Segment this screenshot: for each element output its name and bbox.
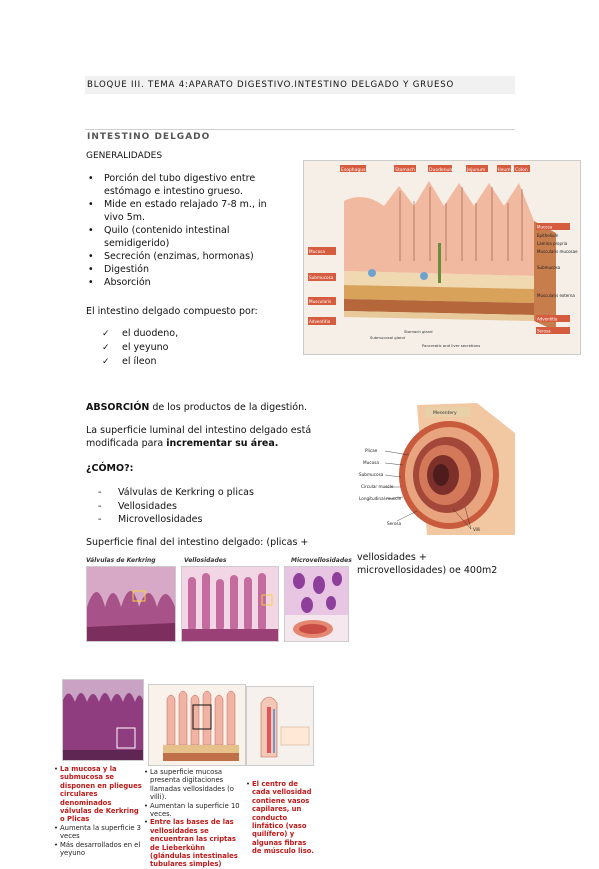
label-stomach-gland: Stomach gland: [404, 329, 433, 334]
list-item: Microvellosidades: [98, 513, 254, 527]
label-mesentery: Mesentery: [433, 410, 457, 416]
list-item: Mide en estado relajado 7-8 m., in vivo …: [84, 198, 284, 224]
caption-plicas: La mucosa y la submucosa se disponen en …: [54, 765, 144, 857]
gi-tract-diagram: Esophagus Stomach Duodenum Jejunum Ileum…: [303, 160, 581, 355]
caption-item: Aumentan la superficie 10 veces.: [144, 802, 244, 819]
label-serosa: Serosa: [537, 329, 551, 334]
section-divider: [85, 129, 515, 130]
villi-band: [344, 181, 556, 331]
caption-item: La mucosa y la submucosa se disponen en …: [54, 765, 144, 824]
list-item: Digestión: [84, 263, 284, 276]
partes-list: el duodeno, el yeyuno el íleon: [102, 327, 178, 369]
top-segment-labels: Esophagus Stomach Duodenum Jejunum Ileum…: [340, 165, 530, 173]
micrograph-kerkring: [86, 566, 176, 642]
caption-vellosidades: La superficie mucosa presenta digitacion…: [144, 768, 244, 869]
compuesto-text: El intestino delgado compuesto por:: [86, 306, 258, 317]
absorcion-rest: de los productos de la digestión.: [149, 402, 308, 413]
bottom-villi-diagram: [148, 684, 246, 766]
label-serosa-int: Serosa: [387, 521, 402, 526]
caption-item: El centro de cada vellosidad contiene va…: [246, 780, 318, 856]
micro-label-microvellosidades: Microvellosidades: [291, 557, 352, 564]
list-item: el yeyuno: [102, 341, 178, 355]
list-item: el íleon: [102, 355, 178, 369]
gland-shapes: [368, 243, 441, 283]
bottom-labels: Submucosal gland Stomach gland Pancreati…: [370, 329, 480, 348]
label-submucosa-right: Submucosa: [537, 265, 561, 270]
intestine-diagram: Mesentery Plicae Mucosa Submucosa Circul…: [357, 403, 515, 535]
label-villi: Villi: [473, 527, 480, 532]
caption-item: Aumenta la superficie 3 veces: [54, 824, 144, 841]
label-adventitia-left: Adventitia: [309, 319, 331, 324]
superficie-final: Superficie final del intestino delgado: …: [86, 537, 309, 548]
label-muscularis-mucosae: Muscularis mucosae: [537, 249, 578, 254]
list-item: Porción del tubo digestivo entre estómag…: [84, 172, 284, 198]
list-item: Quilo (contenido intestinal semidigerido…: [84, 224, 284, 250]
label-jejunum: Jejunum: [466, 167, 485, 173]
label-colon: Colon: [515, 167, 528, 173]
caption-text: Más desarrollados en el yeyuno: [60, 840, 141, 858]
section-title: INTESTINO DELGADO: [87, 132, 211, 142]
superficie-final-cont: vellosidades + microvellosidades) oe 400…: [357, 551, 497, 577]
label-adventitia-right: Adventitia: [537, 317, 558, 322]
label-esophagus: Esophagus: [341, 167, 366, 173]
label-submucosa-left: Submucosa: [309, 275, 334, 280]
label-ileum: Ileum: [498, 167, 511, 173]
page-header: BLOQUE III. TEMA 4:APARATO DIGESTIVO.INT…: [85, 76, 515, 94]
label-mucosa-int: Mucosa: [363, 460, 379, 465]
micrograph-microvellosidades: [284, 566, 349, 642]
label-plicae: Plicae: [365, 448, 378, 453]
caption-text: La mucosa y la submucosa se disponen en …: [60, 765, 142, 824]
label-lamina-propria: Lamina propria: [537, 241, 568, 246]
superficie-part: La superficie luminal del intestino delg…: [86, 425, 312, 449]
superficie-final-line2: vellosidades +: [357, 552, 427, 563]
absorcion-lead: ABSORCIÓN de los productos de la digesti…: [86, 402, 307, 413]
caption-text: Aumenta la superficie 3 veces: [60, 823, 141, 841]
label-epithelium: Epithelium: [537, 233, 559, 238]
generalidades-list: Porción del tubo digestivo entre estómag…: [84, 172, 284, 289]
caption-item: Entre las bases de las vellosidades se e…: [144, 818, 244, 868]
superficie-final-line3: microvellosidades) oe 400m2: [357, 565, 498, 576]
como-list: Válvulas de Kerkring o plicas Vellosidad…: [98, 486, 254, 527]
caption-item: Más desarrollados en el yeyuno: [54, 841, 144, 858]
superficie-bold: incrementar su área.: [166, 438, 279, 449]
micro-label-kerkring: Válvulas de Kerkring: [86, 557, 156, 564]
caption-text: Aumentan la superficie 10 veces.: [150, 801, 240, 819]
micrograph-vellosidades: [181, 566, 279, 642]
left-layer-labels: Mucosa Submucosa Muscularis Adventitia: [308, 247, 336, 325]
header-title: BLOQUE III. TEMA 4:APARATO DIGESTIVO.INT…: [87, 80, 455, 90]
caption-text: La superficie mucosa presenta digitacion…: [150, 768, 234, 802]
list-item: el duodeno,: [102, 327, 178, 341]
list-item: Vellosidades: [98, 500, 254, 514]
label-submucosa-int: Submucosa: [359, 472, 384, 477]
label-muscularis-left: Muscularis: [309, 299, 331, 304]
list-item: Absorción: [84, 276, 284, 289]
label-mucosa-right: Mucosa: [537, 225, 553, 230]
label-pancreatic-liver: Pancreatic and liver secretions: [422, 343, 480, 348]
label-muscularis-externa: Muscularis externa: [537, 293, 575, 298]
gi-tract-svg: Esophagus Stomach Duodenum Jejunum Ileum…: [304, 161, 580, 354]
micro-label-vellosidades: Vellosidades: [184, 557, 227, 564]
caption-item: La superficie mucosa presenta digitacion…: [144, 768, 244, 802]
label-longitudinal-muscle: Longitudinal muscle: [359, 496, 402, 501]
absorcion-bold: ABSORCIÓN: [86, 402, 150, 413]
list-item: Válvulas de Kerkring o plicas: [98, 486, 254, 500]
label-submucosal-gland: Submucosal gland: [370, 335, 406, 340]
superficie-text: La superficie luminal del intestino delg…: [86, 424, 346, 450]
list-item: Secreción (enzimas, hormonas): [84, 250, 284, 263]
label-stomach: Stomach: [395, 167, 415, 173]
bottom-villus-detail: [246, 686, 314, 766]
section-subtitle: GENERALIDADES: [86, 151, 163, 161]
right-layer-labels: Mucosa Epithelium Lamina propria Muscula…: [536, 223, 578, 334]
caption-text: Entre las bases de las vellosidades se e…: [150, 818, 238, 869]
label-duodenum: Duodenum: [429, 167, 454, 173]
label-mucosa-left: Mucosa: [309, 249, 325, 254]
intestine-svg: Mesentery Plicae Mucosa Submucosa Circul…: [357, 403, 515, 535]
bottom-micrograph: [62, 679, 144, 761]
label-circular-muscle: Circular muscle: [361, 484, 394, 489]
caption-centro: El centro de cada vellosidad contiene va…: [246, 780, 318, 856]
caption-text: El centro de cada vellosidad contiene va…: [252, 780, 314, 856]
como-heading: ¿CÓMO?:: [86, 463, 134, 474]
